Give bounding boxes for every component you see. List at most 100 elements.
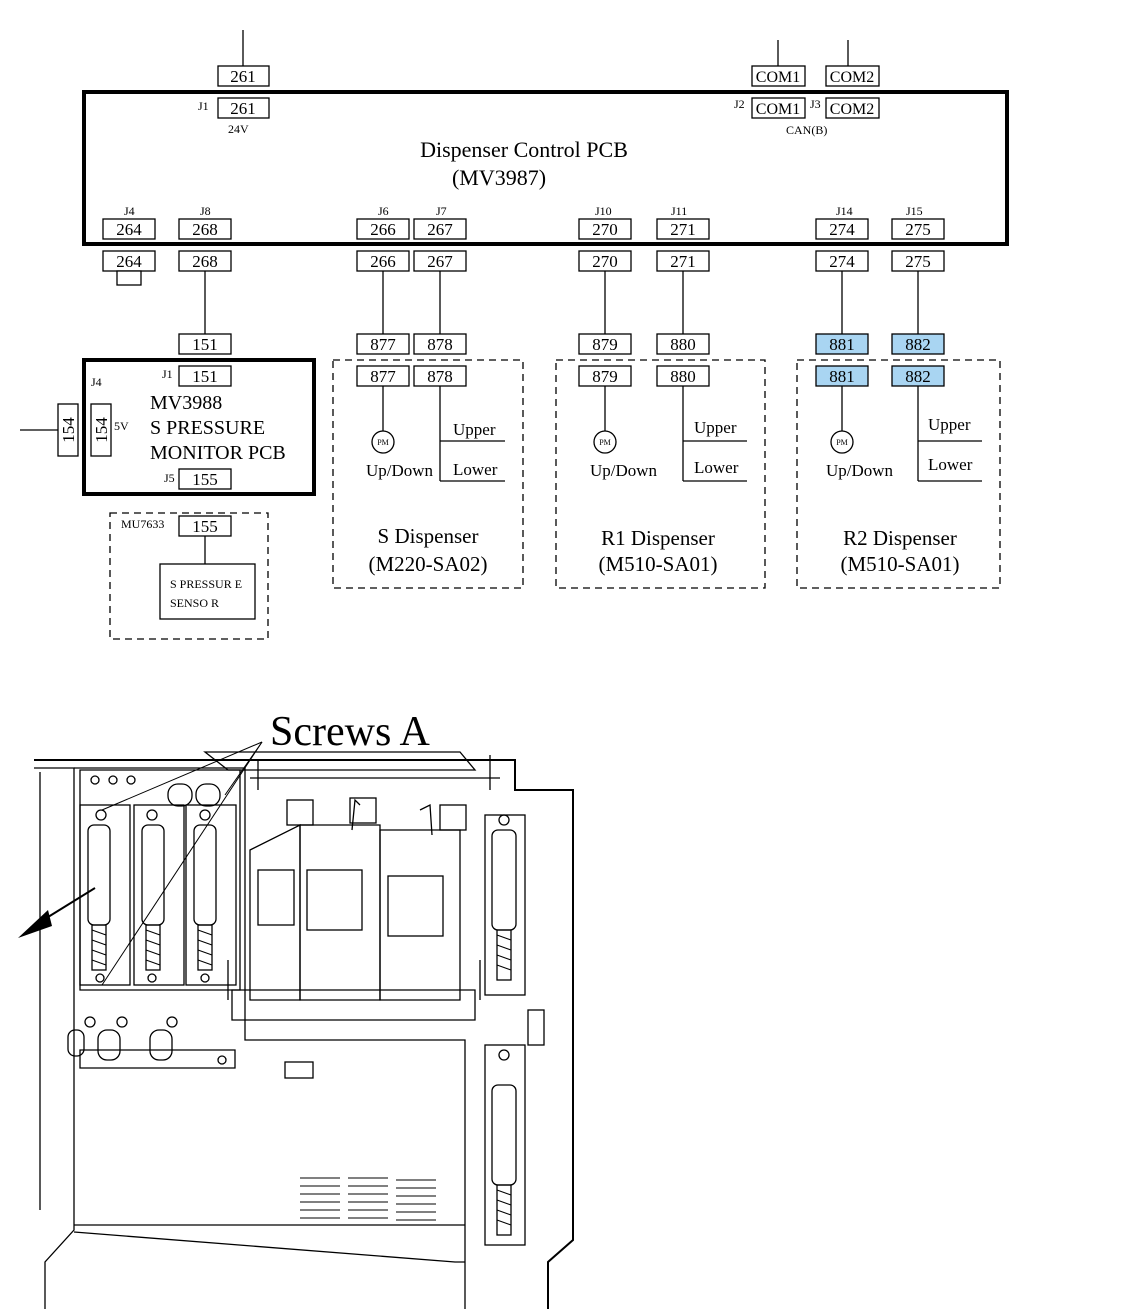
svg-text:J1: J1 xyxy=(162,367,173,381)
wire-label-151 xyxy=(178,333,232,355)
terminator-cap xyxy=(116,270,142,286)
svg-text:J5: J5 xyxy=(164,471,175,485)
connector-154 xyxy=(90,403,112,457)
svg-text:274: 274 xyxy=(829,220,855,239)
pulse-motor-icon xyxy=(593,430,617,454)
svg-text:COM1: COM1 xyxy=(756,69,800,86)
svg-text:880: 880 xyxy=(670,335,696,354)
svg-text:COM1: COM1 xyxy=(756,101,800,118)
connector-151 xyxy=(178,365,232,387)
svg-text:COM2: COM2 xyxy=(830,69,874,86)
svg-text:PM: PM xyxy=(377,438,389,447)
connector-155 xyxy=(178,468,232,490)
wire-label-881 xyxy=(815,333,869,355)
svg-text:154: 154 xyxy=(92,417,111,443)
connector-j1: J1 xyxy=(198,99,209,113)
dispenser-name: R1 Dispenser xyxy=(601,526,715,550)
svg-text:879: 879 xyxy=(592,335,618,354)
svg-text:J4: J4 xyxy=(124,204,135,218)
pulse-motor-icon xyxy=(830,430,854,454)
svg-text:270: 270 xyxy=(592,220,618,239)
svg-text:151: 151 xyxy=(192,367,218,386)
svg-text:COM2: COM2 xyxy=(830,101,874,118)
connector-264 xyxy=(102,218,156,240)
svg-text:879: 879 xyxy=(592,367,618,386)
svg-text:261: 261 xyxy=(230,99,256,118)
svg-text:878: 878 xyxy=(427,335,453,354)
s-pressure-monitor-pcb xyxy=(82,358,316,496)
svg-text:877: 877 xyxy=(370,367,396,386)
connector-267 xyxy=(413,218,467,240)
svg-text:271: 271 xyxy=(670,220,696,239)
lower-sensor-label: Lower xyxy=(453,460,498,479)
dispenser-unit-illustration xyxy=(18,741,574,1309)
main-board-model: (MV3987) xyxy=(452,165,546,190)
svg-text:877: 877 xyxy=(370,335,396,354)
svg-text:267: 267 xyxy=(427,252,453,271)
svg-text:275: 275 xyxy=(905,220,931,239)
wire-label-880 xyxy=(656,333,710,355)
svg-text:J11: J11 xyxy=(671,204,687,218)
wire-label-261 xyxy=(217,65,270,87)
svg-text:261: 261 xyxy=(230,67,256,86)
main-board-title: Dispenser Control PCB xyxy=(420,137,628,162)
svg-text:J15: J15 xyxy=(906,204,923,218)
sensor-line1: S PRESSUR E xyxy=(170,577,242,591)
connector-com2 xyxy=(825,97,880,119)
svg-text:155: 155 xyxy=(192,470,218,489)
svg-text:275: 275 xyxy=(905,252,931,271)
j1-voltage: 24V xyxy=(228,122,249,136)
svg-text:882: 882 xyxy=(905,335,931,354)
connector-j4-monitor: J4 xyxy=(91,375,102,389)
dispenser-model: (M220-SA02) xyxy=(369,552,488,576)
upper-sensor-label: Upper xyxy=(453,420,496,439)
r1-dispenser: 879 880 PM Up/Down Upper Lower R1 Dispen… xyxy=(555,359,766,589)
pulse-motor-icon xyxy=(371,430,395,454)
svg-text:PM: PM xyxy=(836,438,848,447)
svg-text:271: 271 xyxy=(670,252,696,271)
sensor-unit-code: MU7633 xyxy=(121,517,164,531)
connector-275 xyxy=(891,218,945,240)
wire-label-877 xyxy=(356,333,410,355)
dispenser-model: (M510-SA01) xyxy=(599,552,718,576)
svg-text:Up/Down: Up/Down xyxy=(826,461,894,480)
wire-label-com1 xyxy=(751,65,806,87)
svg-text:J10: J10 xyxy=(595,204,612,218)
svg-text:268: 268 xyxy=(192,252,218,271)
svg-text:270: 270 xyxy=(592,252,618,271)
connector-j3: J3 xyxy=(810,97,821,111)
connector-268 xyxy=(178,218,232,240)
wire-label-154 xyxy=(57,403,79,457)
svg-text:880: 880 xyxy=(670,367,696,386)
lower-sensor-label: Lower xyxy=(928,455,973,474)
svg-text:274: 274 xyxy=(829,252,855,271)
sensor-line2: SENSO R xyxy=(170,596,219,610)
svg-text:Up/Down: Up/Down xyxy=(366,461,434,480)
svg-text:PM: PM xyxy=(599,438,611,447)
svg-text:154: 154 xyxy=(59,417,78,443)
svg-text:151: 151 xyxy=(192,335,218,354)
svg-text:882: 882 xyxy=(905,367,931,386)
svg-text:266: 266 xyxy=(370,220,396,239)
svg-text:J14: J14 xyxy=(836,204,853,218)
s-dispenser: 877 878 PM Up/Down Upper Lower S Dispens… xyxy=(332,359,524,589)
svg-text:881: 881 xyxy=(829,367,855,386)
lower-sensor-label: Lower xyxy=(694,458,739,477)
svg-text:264: 264 xyxy=(116,220,142,239)
wire-label-878 xyxy=(413,333,467,355)
svg-text:155: 155 xyxy=(192,517,218,536)
dispenser-name: S Dispenser xyxy=(378,524,479,548)
wire-label-com2 xyxy=(825,65,880,87)
monitor-line1: S PRESSURE xyxy=(150,417,265,439)
monitor-line2: MONITOR PCB xyxy=(150,442,286,464)
dispenser-model: (M510-SA01) xyxy=(841,552,960,576)
monitor-voltage: 5V xyxy=(114,419,129,433)
svg-text:264: 264 xyxy=(116,252,142,271)
monitor-model: MV3988 xyxy=(150,392,222,414)
svg-text:Up/Down: Up/Down xyxy=(590,461,658,480)
connector-266 xyxy=(356,218,410,240)
svg-text:J7: J7 xyxy=(436,204,447,218)
svg-text:J6: J6 xyxy=(378,204,389,218)
svg-text:881: 881 xyxy=(829,335,855,354)
